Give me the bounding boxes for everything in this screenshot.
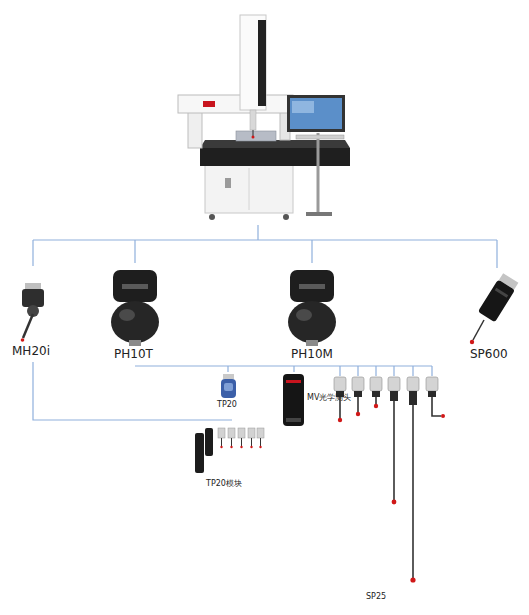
- ph10t-head: [111, 270, 159, 346]
- ph10m-head: [288, 270, 336, 346]
- tp20-modules: [195, 428, 264, 473]
- part-label: PH10T: [114, 348, 153, 362]
- tree-lines: [33, 225, 497, 420]
- part-label: SP600: [470, 348, 508, 362]
- sp600-probe: [470, 273, 519, 345]
- tp20-probe: [221, 374, 236, 398]
- mv-optical-probe: [283, 374, 304, 426]
- mh20i-head: [21, 283, 44, 342]
- part-label: MV光学测头: [307, 393, 351, 402]
- part-label: TP20: [217, 400, 237, 409]
- cmm-machine: [178, 15, 350, 220]
- part-label: MH20i: [12, 345, 50, 359]
- part-label: SP25: [366, 592, 386, 601]
- sp25-probes: [334, 377, 445, 583]
- part-label: TP20模块: [206, 479, 242, 488]
- part-label: PH10M: [291, 348, 333, 362]
